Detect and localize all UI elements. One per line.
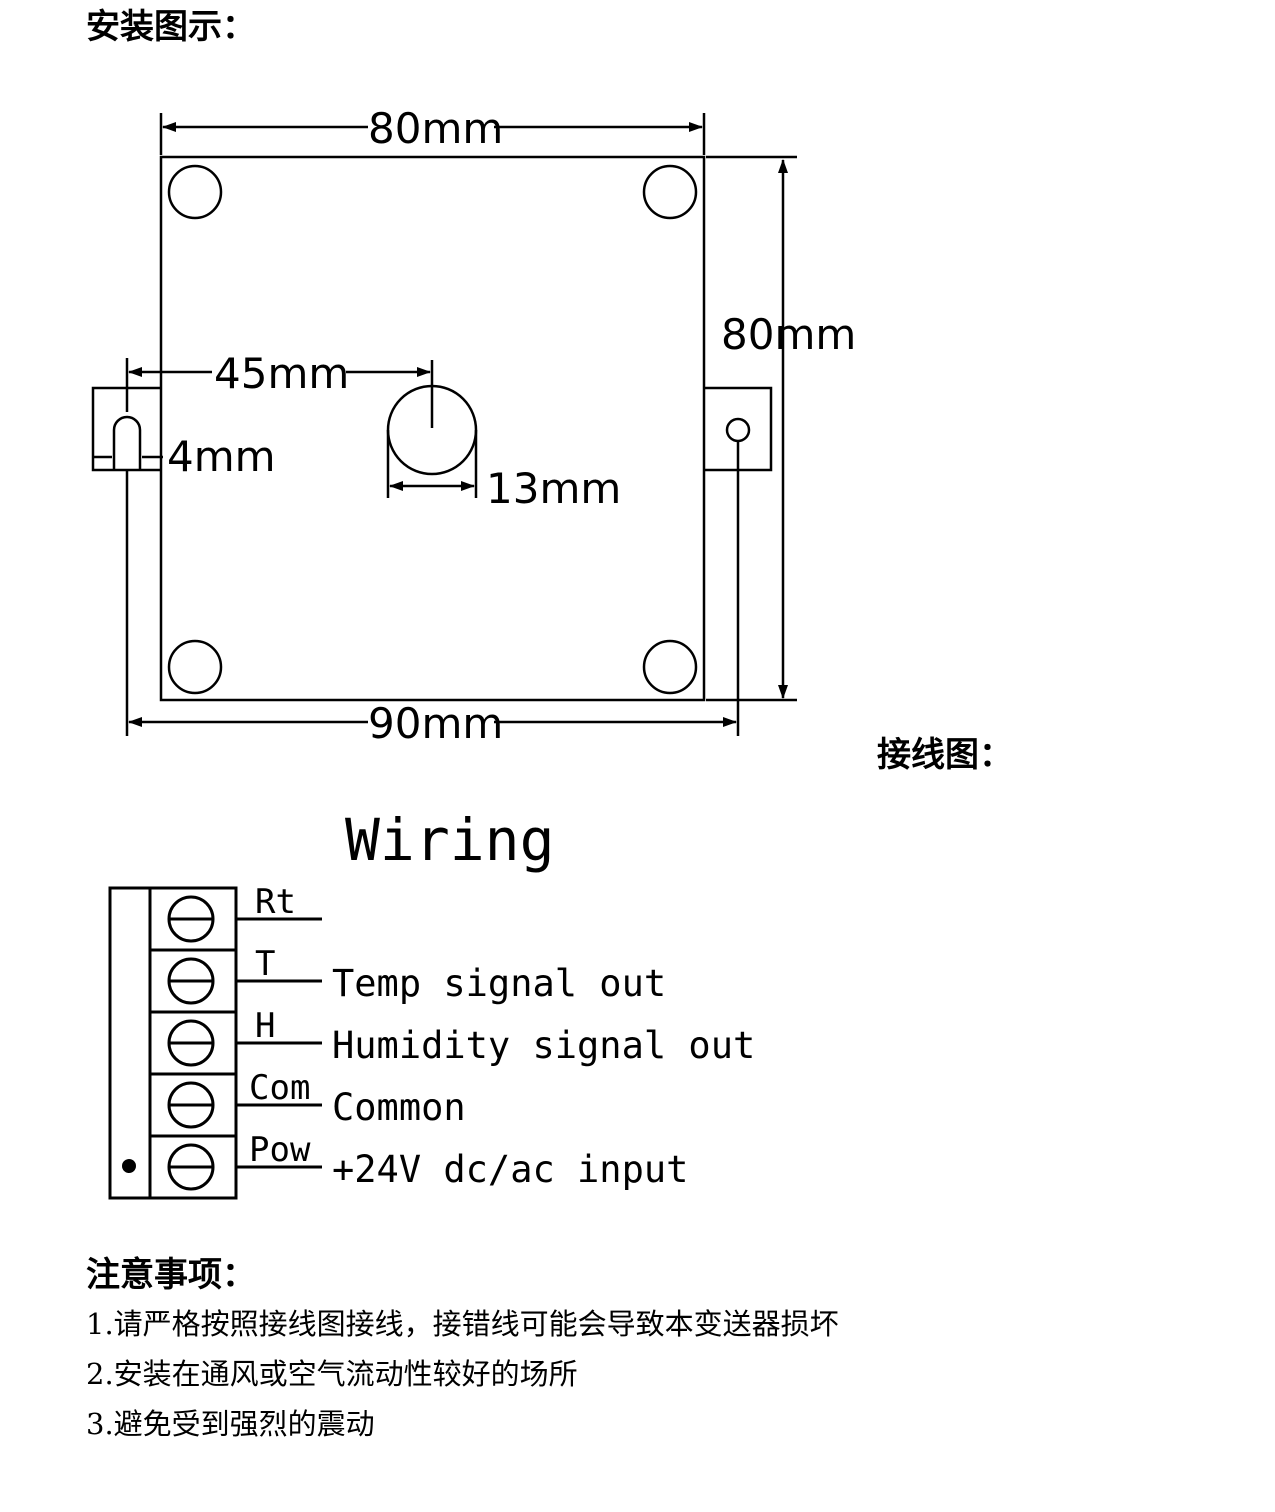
right-tab-hole bbox=[725, 417, 751, 443]
note-item-3: 3.避免受到强烈的震动 bbox=[86, 1407, 375, 1441]
note-item-2: 2.安装在通风或空气流动性较好的场所 bbox=[86, 1357, 578, 1391]
corner-hole-bottom-left bbox=[167, 639, 223, 695]
note-item-1: 1.请严格按照接线图接线，接错线可能会导致本变送器损坏 bbox=[86, 1307, 839, 1341]
screw-icon bbox=[167, 1019, 215, 1067]
terminal-desc-t: Temp signal out bbox=[332, 962, 666, 1005]
notes-heading: 注意事项： bbox=[86, 1255, 256, 1295]
terminal-code-pow: Pow bbox=[249, 1130, 311, 1170]
terminal-code-h: H bbox=[255, 1006, 275, 1046]
corner-hole-top-right bbox=[642, 164, 698, 220]
corner-hole-top-left bbox=[167, 164, 223, 220]
dim-total-width: 90mm bbox=[368, 699, 503, 748]
left-tab-slot bbox=[112, 415, 142, 470]
dim-hole-offset: 45mm bbox=[214, 349, 349, 398]
mounting-plate bbox=[159, 155, 706, 702]
screw-icon bbox=[167, 895, 215, 943]
wiring-heading: 接线图： bbox=[877, 735, 1013, 775]
dim-tab-hole: 4mm bbox=[167, 432, 276, 481]
terminal-code-t: T bbox=[255, 944, 275, 984]
terminal-desc-h: Humidity signal out bbox=[332, 1024, 755, 1067]
wiring-title: Wiring bbox=[345, 806, 555, 874]
terminal-desc-com: Common bbox=[332, 1086, 466, 1129]
installation-drawing: 80mm 80mm 45mm 4mm 13mm 90mm bbox=[91, 104, 856, 748]
corner-hole-bottom-right bbox=[642, 639, 698, 695]
dim-center-hole: 13mm bbox=[486, 464, 621, 513]
dim-width-top: 80mm bbox=[368, 104, 503, 153]
dim-height-right: 80mm bbox=[721, 310, 856, 359]
terminal-block bbox=[108, 886, 238, 1200]
pin1-dot-icon bbox=[122, 1159, 136, 1173]
screw-icon bbox=[167, 957, 215, 1005]
terminal-code-rt: Rt bbox=[255, 882, 296, 922]
install-heading: 安装图示： bbox=[86, 7, 256, 47]
screw-icon bbox=[167, 1081, 215, 1129]
terminal-desc-pow: +24V dc/ac input bbox=[332, 1148, 688, 1191]
screw-icon bbox=[167, 1143, 215, 1191]
terminal-code-com: Com bbox=[249, 1068, 310, 1108]
